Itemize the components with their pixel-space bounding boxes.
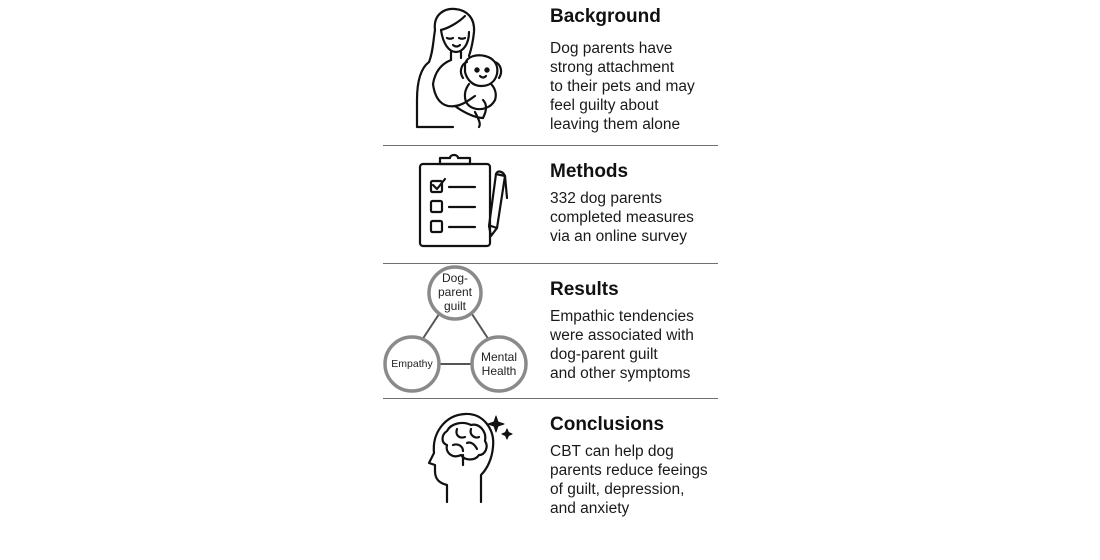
section-divider <box>383 398 718 399</box>
section-title: Results <box>550 279 619 300</box>
section-methods: Methods 332 dog parents completed measur… <box>383 146 718 263</box>
section-body: 332 dog parents completed measures via a… <box>550 190 694 245</box>
section-body: Empathic tendencies were associated with… <box>550 308 694 382</box>
section-background: Background Dog parents have strong attac… <box>383 0 718 145</box>
node-empathy <box>383 335 441 393</box>
network-diagram-icon: Dog- parent guilt Empathy Mental Health <box>383 264 543 398</box>
node-guilt <box>427 265 483 321</box>
section-title: Methods <box>550 161 629 182</box>
woman-holding-dog-icon <box>383 0 543 145</box>
node-label-empathy: Empathy <box>391 358 433 370</box>
node-label-guilt: Dog- parent guilt <box>437 271 473 313</box>
network-svg <box>383 265 528 393</box>
section-divider <box>383 263 718 264</box>
section-body: Dog parents have strong attachment to th… <box>550 40 695 133</box>
node-label-mental: Mental Health <box>480 350 518 378</box>
section-conclusions: Conclusions CBT can help dog parents red… <box>383 399 718 529</box>
section-body: CBT can help dog parents reduce feeings … <box>550 443 708 517</box>
section-results: Dog- parent guilt Empathy Mental Health … <box>383 264 718 398</box>
section-divider <box>383 145 718 146</box>
section-title: Background <box>550 6 661 27</box>
head-brain-sparkle-icon <box>383 399 543 529</box>
node-mental <box>470 335 528 393</box>
section-title: Conclusions <box>550 414 665 435</box>
clipboard-checklist-icon <box>383 146 543 263</box>
